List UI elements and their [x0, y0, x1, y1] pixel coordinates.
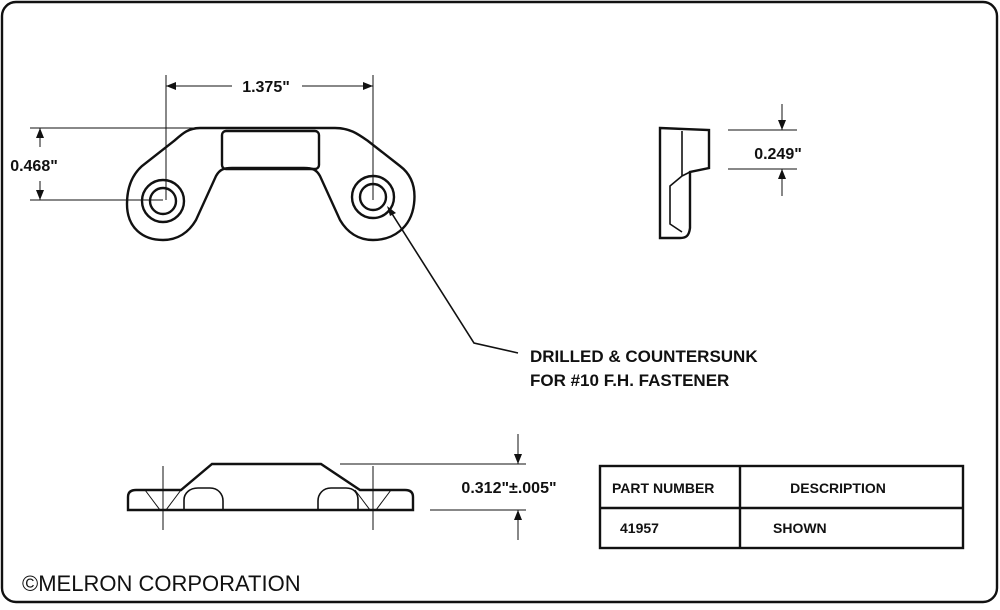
dimension-height: 0.468"	[10, 127, 200, 201]
dimension-length: 1.375"	[165, 75, 374, 200]
table-cell-part-number: 41957	[620, 520, 659, 536]
dimension-total-height: 0.312"±.005"	[340, 434, 557, 540]
copyright-label: ©MELRON CORPORATION	[22, 571, 301, 596]
height-dimension-label: 0.468"	[10, 158, 58, 175]
table-header-description: DESCRIPTION	[790, 480, 886, 496]
callout-line-2: FOR #10 F.H. FASTENER	[530, 371, 729, 390]
left-hole	[148, 186, 178, 216]
dimension-side-thickness: 0.249"	[728, 104, 802, 196]
side-thickness-label: 0.249"	[754, 146, 802, 163]
front-view-outline	[126, 462, 415, 512]
side-view	[658, 126, 711, 240]
top-slot	[220, 129, 321, 171]
side-view-outline	[658, 126, 711, 240]
table-header-part-number: PART NUMBER	[612, 480, 714, 496]
length-dimension-label: 1.375"	[242, 79, 290, 96]
callout-line-1: DRILLED & COUNTERSUNK	[530, 347, 758, 366]
front-view	[126, 462, 415, 530]
left-hole-countersink	[140, 178, 186, 224]
table-cell-description: SHOWN	[773, 520, 827, 536]
top-view	[125, 126, 416, 242]
fastener-callout: DRILLED & COUNTERSUNK FOR #10 F.H. FASTE…	[387, 206, 758, 390]
total-height-label: 0.312"±.005"	[461, 480, 556, 497]
part-table: PART NUMBER DESCRIPTION 41957 SHOWN	[598, 464, 965, 550]
